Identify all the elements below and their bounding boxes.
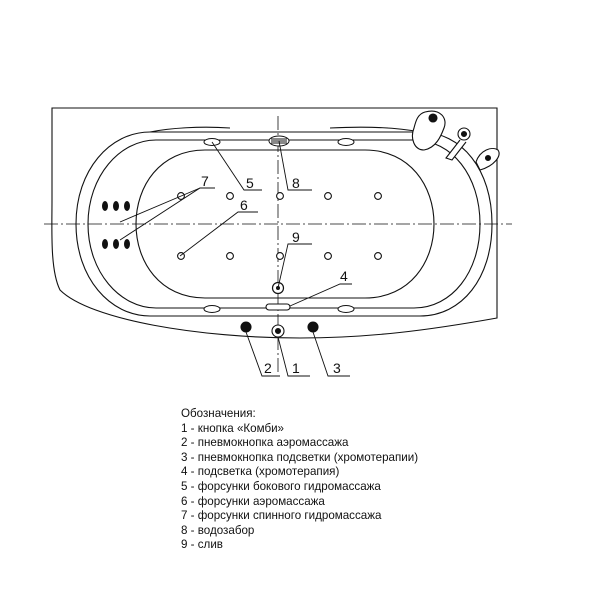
side-jet: [337, 305, 355, 313]
headrest-contour: [149, 126, 231, 133]
legend-item: 7 - форсунки спинного гидромассажа: [181, 509, 382, 523]
basin-bottom: [135, 149, 435, 299]
callout-2: 2: [264, 360, 272, 376]
legend-item: 3 - пневмокнопка подсветки (хромотерапии…: [181, 450, 419, 464]
callout-5: 5: [246, 175, 254, 191]
back-jet: [113, 239, 119, 249]
aero-jet: [226, 192, 234, 200]
tub-outer-rim: [51, 107, 498, 339]
callout-6: 6: [240, 197, 248, 213]
callout-4: 4: [340, 268, 348, 284]
callout-1: 1: [292, 360, 300, 376]
basin-outer-contour: [75, 131, 493, 317]
callout-8: 8: [292, 175, 300, 191]
aero-jet: [226, 252, 234, 260]
side-jet: [203, 305, 221, 313]
legend-item: 4 - подсветка (хромотерапия): [181, 465, 340, 479]
aero-jet: [276, 252, 284, 260]
side-jet: [337, 138, 355, 146]
aero-jet: [374, 252, 382, 260]
aero-pneumo-button[interactable]: [240, 321, 252, 333]
back-jet: [113, 201, 119, 211]
aero-jet: [374, 192, 382, 200]
callout-7: 7: [201, 173, 209, 189]
back-jet: [124, 239, 130, 249]
legend-item: 9 - слив: [181, 538, 223, 552]
legend-item: 1 - кнопка «Комби»: [181, 421, 285, 435]
mixer-faucet: [411, 110, 500, 171]
legend-item: 5 - форсунки бокового гидромассажа: [181, 479, 381, 493]
light-pneumo-button[interactable]: [307, 321, 319, 333]
footrest-contour: [329, 126, 421, 133]
aero-jet: [324, 192, 332, 200]
callout-9: 9: [292, 229, 300, 245]
back-jet: [102, 201, 108, 211]
legend-item: 2 - пневмокнопка аэромассажа: [181, 436, 349, 450]
chromotherapy-light: [265, 303, 291, 311]
aero-jet: [324, 252, 332, 260]
callout-3: 3: [333, 360, 341, 376]
legend-item: 8 - водозабор: [181, 523, 255, 537]
legend: Обозначения: 1 - кнопка «Комби» 2 - пнев…: [181, 407, 418, 553]
basin-middle-contour: [87, 139, 481, 309]
back-jet: [102, 239, 108, 249]
legend-title: Обозначения:: [181, 407, 256, 420]
back-jet: [124, 201, 130, 211]
legend-item: 6 - форсунки аэромассажа: [181, 494, 325, 508]
aero-jet: [276, 192, 284, 200]
